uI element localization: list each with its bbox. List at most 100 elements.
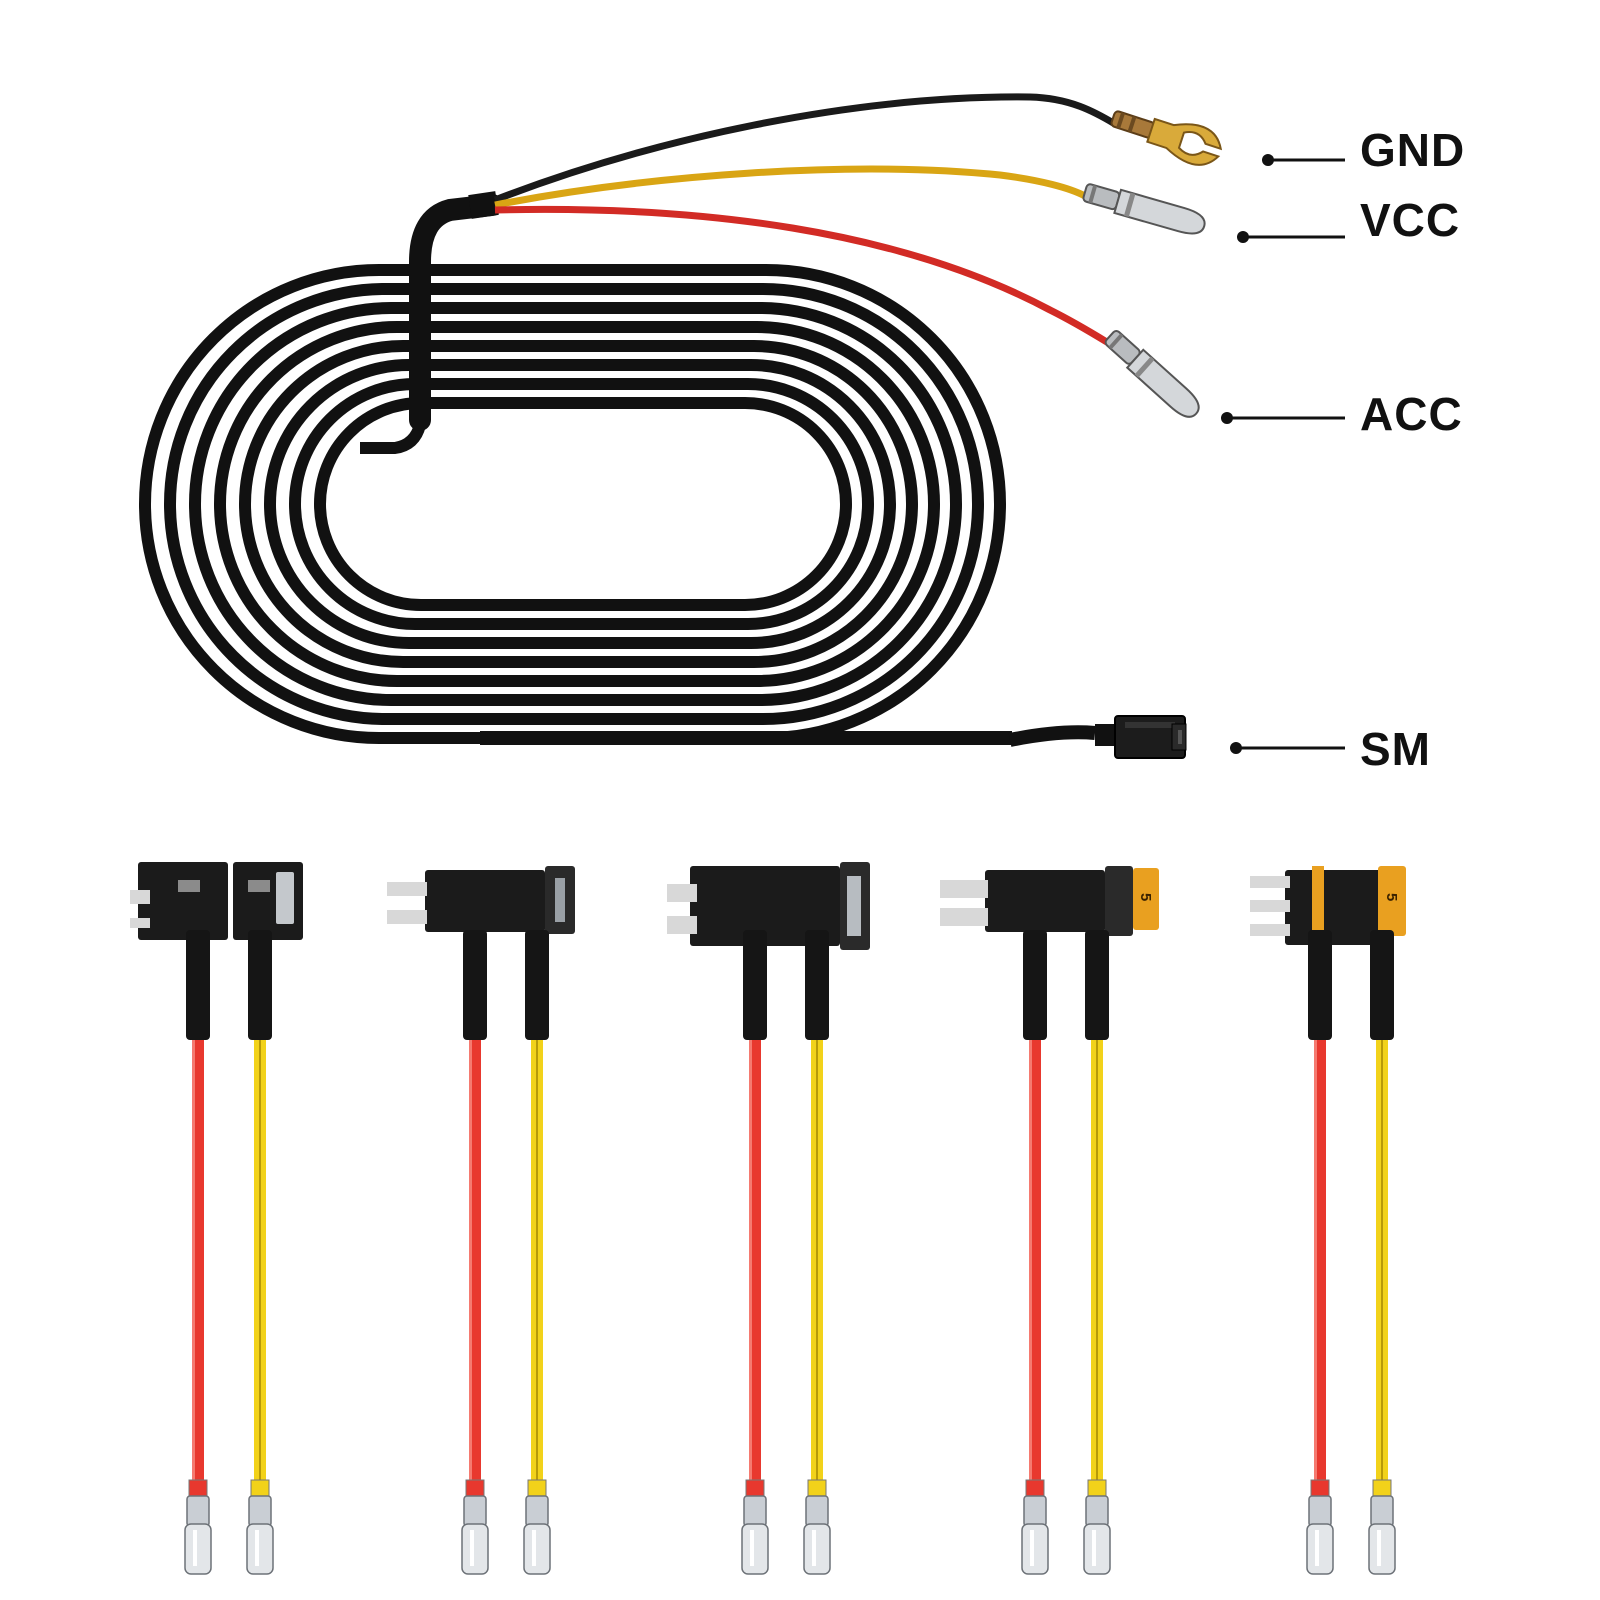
tap-blade <box>667 916 697 934</box>
tap-fuse <box>1378 866 1406 936</box>
tap-fuse <box>847 876 861 936</box>
tap-yellow-wire-print <box>536 1040 538 1480</box>
coil-loop <box>314 397 852 611</box>
tap-yellow-wire-print <box>259 1040 261 1480</box>
coil-loop <box>289 378 874 630</box>
terminal-bullet <box>1083 1523 1111 1575</box>
terminal-bullet <box>523 1523 551 1575</box>
tap-red-wire-highlight <box>1029 1040 1032 1480</box>
coil-loop <box>239 340 918 668</box>
terminal-barrel <box>248 1495 272 1527</box>
acc-bullet-terminal <box>1104 329 1200 418</box>
tap-fuse <box>1133 868 1159 930</box>
terminal-bullet <box>1306 1523 1334 1575</box>
terminal-barrel <box>463 1495 487 1527</box>
tap-fuse <box>276 872 294 924</box>
tap-red-wire-highlight <box>749 1040 752 1480</box>
terminal-barrel <box>1023 1495 1047 1527</box>
coil-inner-end <box>360 423 426 454</box>
tap-heatshrink <box>248 930 272 1040</box>
terminal-bullet <box>1368 1523 1396 1575</box>
tap-yellow-wire-print <box>1381 1040 1383 1480</box>
tap-yellow-wire-print <box>816 1040 818 1480</box>
terminal-highlight <box>750 1530 754 1566</box>
acc-label: ACC <box>1360 388 1463 440</box>
tap-heatshrink <box>743 930 767 1040</box>
tap-heatshrink <box>463 930 487 1040</box>
tap-slot <box>248 880 270 892</box>
terminal-bullet <box>461 1523 489 1575</box>
terminal-highlight <box>1377 1530 1381 1566</box>
terminal-barrel <box>186 1495 210 1527</box>
tap-blade <box>130 890 150 904</box>
coil-loop <box>189 302 962 706</box>
hardwire-harness: GND VCC ACC SM <box>139 93 1465 775</box>
coil-loop <box>164 283 984 725</box>
terminal-barrel <box>1308 1495 1332 1527</box>
fuse-rating-label: 5 <box>1383 893 1400 901</box>
terminal-highlight <box>1315 1530 1319 1566</box>
cable-riser <box>409 194 503 431</box>
tap-holder <box>1285 870 1385 945</box>
tap-slot <box>178 880 200 892</box>
acc-leader <box>1221 412 1345 424</box>
fuse-tap <box>387 866 575 1575</box>
terminal-barrel <box>525 1495 549 1527</box>
cable-split-sleeve <box>468 191 499 219</box>
tap-blade <box>1250 876 1290 888</box>
tap-heatshrink <box>1308 930 1332 1040</box>
tap-fuse-edge <box>1312 866 1324 950</box>
fuse-rating-label: 5 <box>1137 893 1154 901</box>
tap-fuse-slot <box>1105 866 1133 936</box>
tap-heatshrink <box>805 930 829 1040</box>
tap-holder <box>690 866 840 946</box>
terminal-barrel <box>1370 1495 1394 1527</box>
vcc-label: VCC <box>1360 194 1460 246</box>
terminal-bullet <box>184 1523 212 1575</box>
tap-heatshrink <box>1023 930 1047 1040</box>
cable-coil <box>139 264 1012 745</box>
terminal-highlight <box>1092 1530 1096 1566</box>
tap-blade <box>667 884 697 902</box>
tap-blade <box>130 918 150 928</box>
gnd-leader <box>1262 154 1345 166</box>
tap-heatshrink <box>186 930 210 1040</box>
acc-wire <box>494 205 1117 351</box>
sm-leader <box>1230 742 1345 754</box>
terminal-highlight <box>1030 1530 1034 1566</box>
tap-fuse <box>555 878 565 922</box>
sm-connector <box>1008 715 1187 759</box>
terminal-highlight <box>470 1530 474 1566</box>
terminal-highlight <box>812 1530 816 1566</box>
fuse-tap: 5 <box>940 866 1159 1575</box>
tap-blade <box>387 910 427 924</box>
tap-blade <box>940 880 988 898</box>
tap-holder <box>985 870 1105 932</box>
vcc-bullet-terminal <box>1082 183 1206 235</box>
vcc-leader <box>1237 231 1345 243</box>
tap-holder <box>425 870 545 932</box>
terminal-bullet <box>803 1523 831 1575</box>
tap-blade <box>387 882 427 896</box>
fuse-tap <box>667 862 870 1575</box>
tap-blade <box>1250 924 1290 936</box>
terminal-highlight <box>255 1530 259 1566</box>
gnd-label: GND <box>1360 124 1465 176</box>
gnd-wire <box>493 93 1117 204</box>
tap-heatshrink <box>1370 930 1394 1040</box>
terminal-barrel <box>743 1495 767 1527</box>
tap-holder <box>138 862 228 940</box>
terminal-barrel <box>1085 1495 1109 1527</box>
tap-red-wire-highlight <box>1314 1040 1317 1480</box>
fuse-tap <box>130 862 303 1575</box>
sm-label: SM <box>1360 723 1431 775</box>
vcc-wire <box>494 165 1087 209</box>
fuse-tap: 5 <box>1250 866 1406 1575</box>
terminal-barrel <box>805 1495 829 1527</box>
coil-loop <box>264 359 896 649</box>
tap-heatshrink <box>1085 930 1109 1040</box>
terminal-highlight <box>532 1530 536 1566</box>
tap-red-wire-highlight <box>469 1040 472 1480</box>
